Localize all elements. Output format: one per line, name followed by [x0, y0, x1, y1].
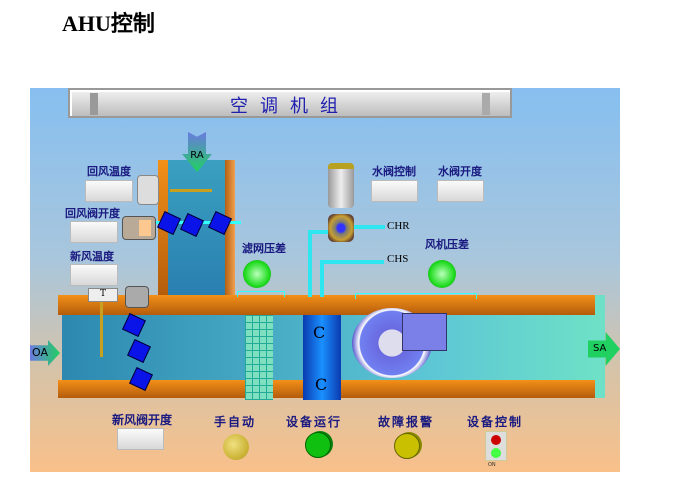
- filter-dp-label: 滤网压差: [242, 242, 286, 255]
- control-state-label: ON: [488, 462, 496, 468]
- fresh-air-temp-value: [70, 264, 118, 286]
- start-light-icon: [491, 448, 501, 458]
- chr-pipe-out: [350, 225, 385, 229]
- chs-label: CHS: [387, 253, 409, 265]
- fan-dp-label: 风机压差: [425, 238, 469, 251]
- water-valve-opening-value: [437, 180, 484, 202]
- filter-dp-sensor-icon: [243, 260, 271, 288]
- return-damper-opening-label: 回风阀开度: [65, 207, 120, 220]
- filter-dp-tubing: [237, 291, 285, 297]
- hand-auto-switch[interactable]: [223, 434, 249, 460]
- fresh-damper-opening-value: [117, 428, 164, 450]
- equipment-control-label: 设备控制: [467, 415, 524, 429]
- fan-dp-tubing: [355, 293, 477, 299]
- banner: 空调机组: [68, 88, 512, 118]
- equipment-control-button[interactable]: [485, 431, 507, 461]
- coil-label: C: [313, 323, 326, 342]
- fan-dp-sensor-icon: [428, 260, 456, 288]
- return-air-temp-label: 回风温度: [87, 165, 131, 178]
- fresh-temp-sensor-icon: T: [88, 288, 118, 302]
- hand-auto-label: 手自动: [214, 415, 257, 429]
- chs-pipe-vertical: [320, 260, 324, 297]
- running-indicator-light: [305, 432, 331, 458]
- fault-alarm-indicator-light: [394, 433, 420, 459]
- return-duct-right-wall: [225, 160, 235, 296]
- water-valve-opening-label: 水阀开度: [438, 165, 482, 178]
- ra-label: RA: [190, 150, 204, 161]
- return-temp-probe: [170, 189, 212, 192]
- return-air-temp-value: [85, 180, 133, 202]
- banner-title: 空调机组: [230, 96, 350, 117]
- equipment-running-label: 设备运行: [286, 415, 343, 429]
- filter: [245, 315, 273, 400]
- return-damper-actuator-icon: [122, 216, 156, 240]
- chr-pipe-vertical: [308, 230, 312, 297]
- water-valve-control-label: 水阀控制: [372, 165, 416, 178]
- chr-label: CHR: [387, 220, 410, 232]
- coil-label: C: [315, 375, 328, 394]
- fresh-air-temp-label: 新风温度: [70, 250, 114, 263]
- chs-pipe: [320, 260, 384, 264]
- page-title: AHU控制: [62, 11, 155, 36]
- ahu-panel: 空调机组 RA T OA SA C C CHR CHS 回风温度 回风阀开度 新…: [30, 88, 620, 472]
- cooling-coil: C C: [303, 315, 341, 400]
- stop-light-icon: [491, 435, 501, 445]
- fresh-damper-opening-label: 新风阀开度: [112, 413, 173, 427]
- water-valve-icon: [328, 214, 354, 242]
- return-temp-sensor-icon: [137, 175, 159, 205]
- chr-pipe: [308, 230, 328, 234]
- fresh-damper-actuator-icon: [125, 286, 149, 308]
- water-valve-actuator-icon: [328, 163, 354, 208]
- fan-outlet: [402, 313, 447, 351]
- return-damper-opening-value: [70, 221, 118, 243]
- duct-top-frame: [58, 295, 595, 315]
- fault-alarm-label: 故障报警: [378, 415, 435, 429]
- fresh-temp-probe: [100, 302, 103, 357]
- oa-label: OA: [32, 346, 48, 359]
- sa-label: SA: [593, 343, 607, 354]
- water-valve-control-value[interactable]: [371, 180, 418, 202]
